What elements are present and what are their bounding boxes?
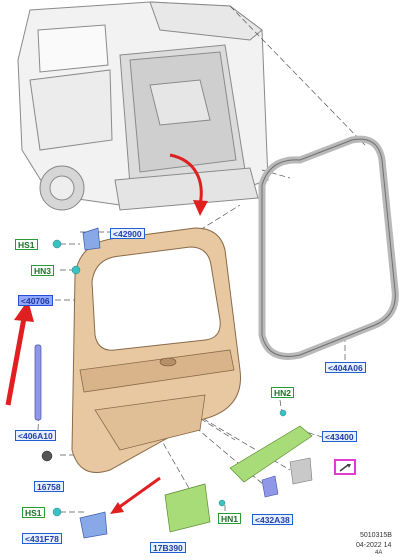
footer-code: 5010315B — [360, 532, 392, 539]
gas-strut — [34, 344, 42, 421]
pointer-glyph-icon — [339, 464, 351, 472]
label-42900[interactable]: <42900 — [110, 228, 145, 239]
window-seal — [258, 135, 399, 360]
label-432a38[interactable]: <432A38 — [252, 514, 293, 525]
label-16758[interactable]: 16758 — [34, 481, 64, 492]
footer-small: 4A — [375, 550, 383, 556]
label-17b390[interactable]: 17B390 — [150, 542, 186, 553]
label-40706[interactable]: <40706 — [18, 295, 53, 306]
label-hs1-bottom[interactable]: HS1 — [22, 507, 45, 518]
van-illustration — [17, 1, 269, 211]
label-hn3[interactable]: HN3 — [31, 265, 55, 276]
label-hn1[interactable]: HN1 — [218, 513, 242, 524]
small-parts — [41, 227, 313, 539]
label-hs1-top[interactable]: HS1 — [15, 239, 38, 250]
label-406a10[interactable]: <406A10 — [15, 430, 56, 441]
label-404a06[interactable]: <404A06 — [325, 362, 366, 373]
label-hn2[interactable]: HN2 — [271, 387, 295, 398]
footer-date: 04-2022 14 — [356, 542, 392, 549]
pointer-icon[interactable] — [334, 459, 356, 475]
label-431f78[interactable]: <431F78 — [22, 533, 62, 544]
green-panels — [164, 425, 313, 533]
label-43400[interactable]: <43400 — [322, 431, 357, 442]
tailgate — [71, 227, 241, 473]
